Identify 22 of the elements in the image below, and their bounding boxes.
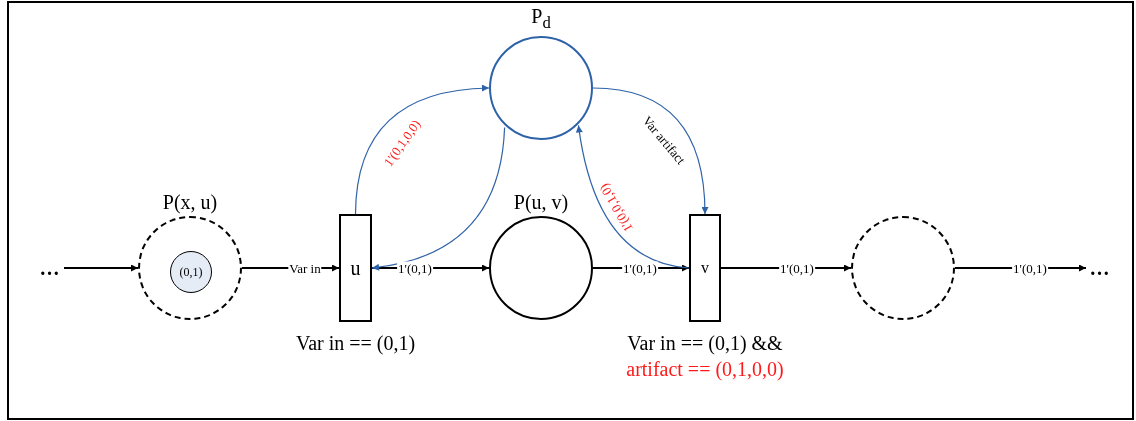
arc-arrow <box>63 264 139 272</box>
ellipsis-text: … <box>1086 257 1114 279</box>
transition-label: v <box>701 260 709 276</box>
guard-text: Var in == (0,1) <box>295 331 416 356</box>
place-circle <box>851 216 955 320</box>
guard-text: Var in == (0,1) && <box>627 331 783 356</box>
ellipsis-text: … <box>36 257 64 279</box>
place-label: P$_{d}$ <box>531 6 551 32</box>
transition-label: u <box>350 258 361 278</box>
token-text: (0,1) <box>179 266 203 278</box>
arc-arrow <box>371 126 506 271</box>
place-label: P(x, u) <box>162 192 218 212</box>
edge-label: 1'(0,1) <box>779 261 815 275</box>
arc-arrow <box>576 124 690 269</box>
token-circle <box>170 251 212 293</box>
guard-text: artifact == (0,1,0,0) <box>626 357 784 382</box>
arc-arrow <box>354 84 490 215</box>
edge-label: 1'(0,1) <box>1012 261 1048 275</box>
edge-label: 1'(0,1) <box>622 261 658 275</box>
place-label: P(u, v) <box>513 192 569 212</box>
edge-label: 1'(0,1) <box>397 261 433 275</box>
arc-arrow <box>592 87 709 215</box>
